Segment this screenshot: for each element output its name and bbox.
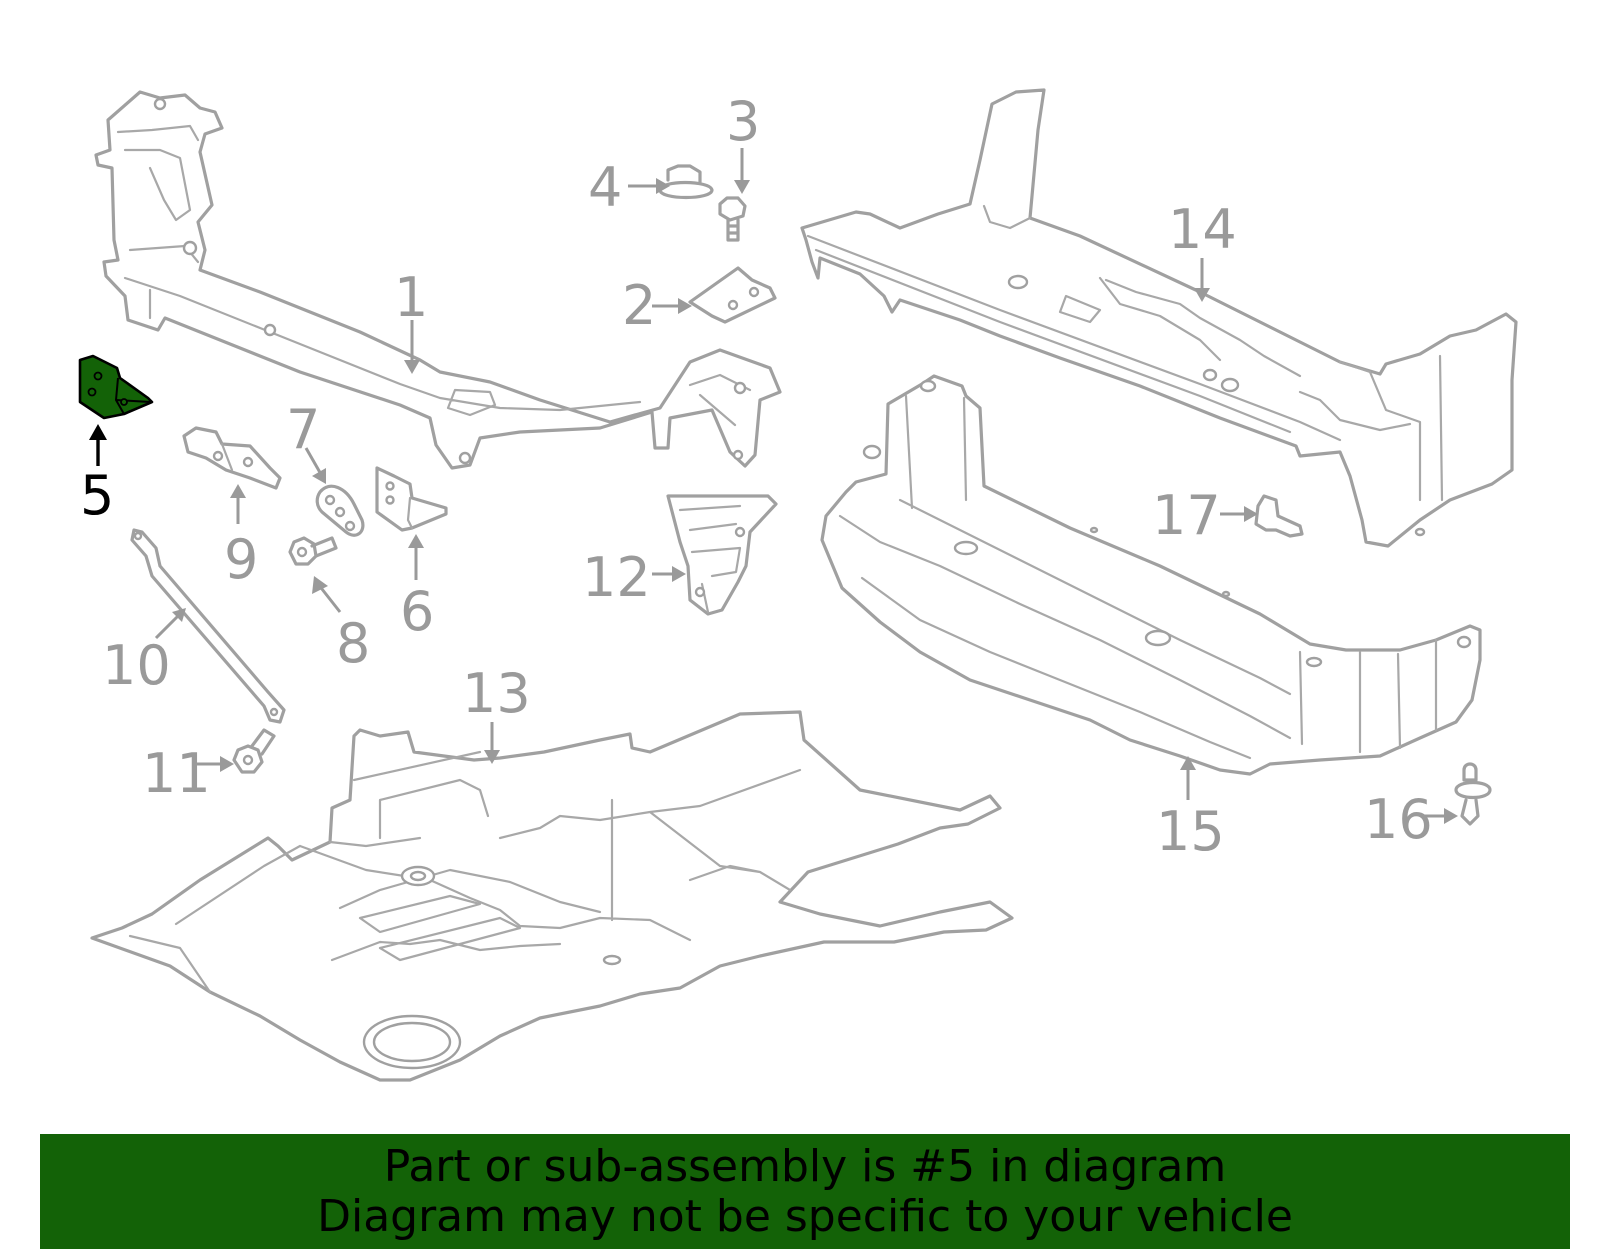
part-4-grommet[interactable] bbox=[658, 164, 714, 200]
part-8-bolt[interactable] bbox=[288, 536, 338, 566]
info-banner: Part or sub-assembly is #5 in diagram Di… bbox=[40, 1134, 1570, 1249]
banner-disclaimer-line: Diagram may not be specific to your vehi… bbox=[317, 1190, 1293, 1242]
part-1-radiator-support[interactable] bbox=[94, 90, 782, 470]
callout-7: 7 bbox=[286, 398, 320, 461]
part-9-bracket[interactable] bbox=[182, 426, 282, 490]
part-6-bracket[interactable] bbox=[375, 466, 448, 532]
callout-4: 4 bbox=[588, 156, 622, 219]
part-13-splash-shield[interactable] bbox=[90, 710, 1014, 1082]
callout-12: 12 bbox=[582, 546, 651, 609]
part-16-clip[interactable] bbox=[1454, 762, 1492, 826]
part-12-bracket[interactable] bbox=[666, 494, 778, 616]
part-17-clip[interactable] bbox=[1254, 494, 1304, 538]
leader-lines bbox=[89, 148, 1458, 824]
part-14-deflector-panel[interactable] bbox=[800, 88, 1518, 548]
callout-3: 3 bbox=[726, 90, 760, 153]
callout-15: 15 bbox=[1156, 800, 1225, 863]
callout-8: 8 bbox=[336, 612, 370, 675]
callout-17: 17 bbox=[1152, 484, 1221, 547]
part-7-plate[interactable] bbox=[315, 484, 365, 537]
callout-1: 1 bbox=[394, 266, 428, 329]
callout-13: 13 bbox=[462, 662, 531, 725]
callout-6: 6 bbox=[400, 580, 434, 643]
callout-9: 9 bbox=[224, 528, 258, 591]
banner-part-line: Part or sub-assembly is #5 in diagram bbox=[383, 1140, 1227, 1192]
callout-labels: 1 2 3 4 5 6 7 8 9 10 11 12 13 14 15 16 1… bbox=[80, 90, 1433, 863]
part-15-air-deflector[interactable] bbox=[820, 374, 1482, 776]
part-11-bolt[interactable] bbox=[232, 728, 276, 774]
part-5-bracket-highlighted[interactable] bbox=[78, 354, 154, 420]
part-10-brace[interactable] bbox=[130, 528, 286, 724]
callout-10: 10 bbox=[102, 634, 171, 697]
callout-11: 11 bbox=[142, 742, 211, 805]
callout-5: 5 bbox=[80, 464, 114, 527]
callout-14: 14 bbox=[1168, 198, 1237, 261]
part-3-bolt[interactable] bbox=[718, 196, 747, 242]
part-2-bracket[interactable] bbox=[688, 266, 777, 324]
callout-2: 2 bbox=[622, 274, 656, 337]
callout-16: 16 bbox=[1364, 788, 1433, 851]
